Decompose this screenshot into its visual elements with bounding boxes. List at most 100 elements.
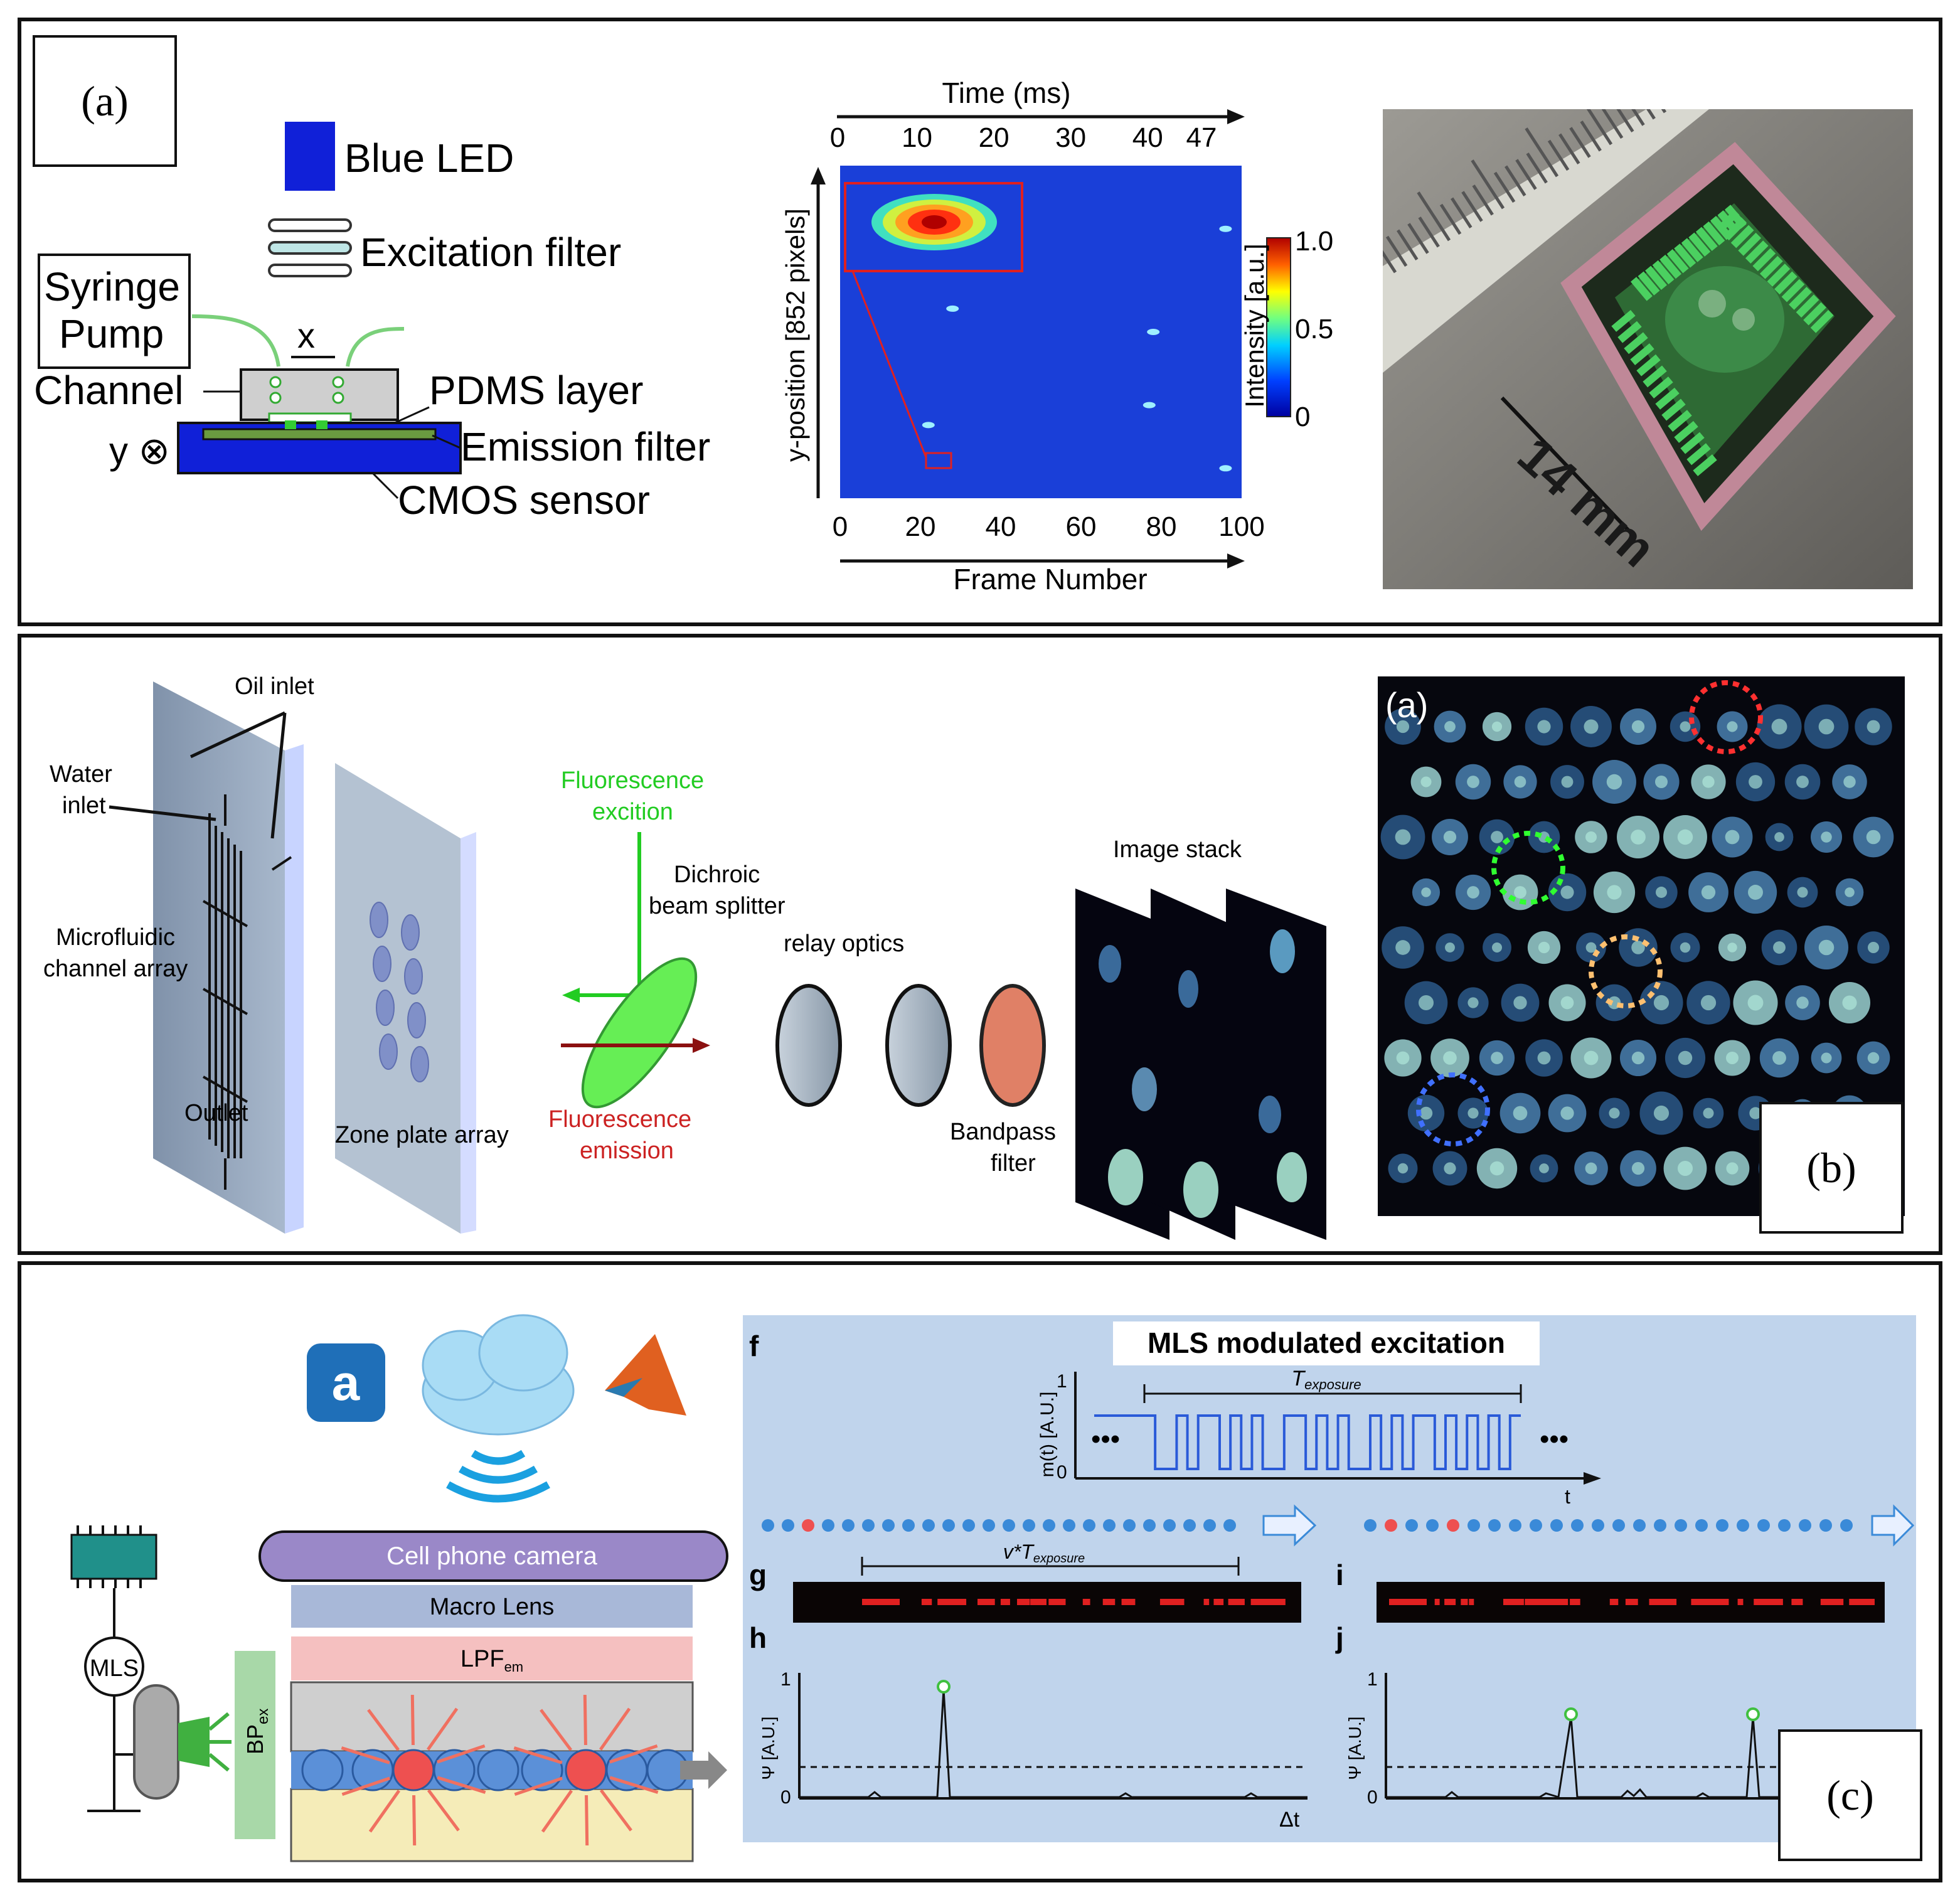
psi-j-trace: [1386, 1716, 1809, 1798]
chip-pin: [1789, 287, 1812, 310]
fluorescence-ray: [609, 1744, 658, 1764]
intensity-spot: [946, 305, 959, 312]
chip-pin: [1617, 321, 1642, 343]
intensity-spot: [922, 422, 935, 429]
streak-dash: [862, 1599, 900, 1605]
droplet-spot-core: [1771, 718, 1787, 735]
m-x-arrow-head: [1584, 1472, 1601, 1485]
droplet-spot-core: [1845, 887, 1855, 897]
frame-arrow-head: [1227, 553, 1245, 568]
y-position-label: y-position [852 pixels]: [780, 208, 810, 462]
heatmap-spots: [922, 225, 1232, 472]
droplet-spot-core: [1656, 887, 1667, 898]
droplet-spot-core: [1680, 721, 1691, 732]
droplet-spot-core: [1467, 886, 1479, 899]
water-inlet-label-2: inlet: [62, 793, 106, 819]
row-droplet: [1163, 1519, 1176, 1532]
streak-dash: [1434, 1599, 1440, 1605]
row-droplet: [1840, 1519, 1853, 1532]
row-droplet: [1203, 1519, 1216, 1532]
droplet-spot-core: [1443, 1051, 1457, 1065]
zone-plate-lens: [373, 946, 391, 982]
droplet-spot-core: [1560, 1106, 1574, 1120]
inset-label: (a): [1385, 685, 1428, 725]
streak-dash: [1547, 1599, 1557, 1605]
row-right-arrow: [1871, 1504, 1915, 1547]
streak-dash: [1609, 1599, 1619, 1605]
streak-dash: [1000, 1599, 1010, 1605]
row-droplet: [922, 1519, 935, 1532]
time-tick: 30: [1055, 122, 1086, 153]
droplet-spot-core: [1491, 721, 1503, 732]
ruler-tick: [1526, 152, 1548, 184]
droplet-spot-core: [1539, 1163, 1549, 1173]
channel-label: Channel: [34, 368, 183, 413]
droplet-spot-core: [1419, 1106, 1433, 1120]
droplet-spot-core: [1749, 1107, 1762, 1119]
droplet-spot-core: [1631, 720, 1645, 734]
time-arrow-head: [1227, 109, 1245, 124]
droplet-spot-core: [1653, 1105, 1670, 1121]
chip-pin: [1649, 376, 1673, 399]
cmos-pointer: [371, 472, 399, 499]
panel-b-label: (b): [1759, 1102, 1904, 1234]
m-axis-label: m(t) [A.U.]: [1037, 1392, 1058, 1478]
streak-dash: [1213, 1599, 1224, 1605]
psi-zero-h: 0: [780, 1787, 791, 1808]
streak-dash: [1562, 1599, 1569, 1605]
streak-dash: [921, 1599, 932, 1605]
droplet: [477, 1749, 519, 1791]
row-droplet: [1654, 1519, 1666, 1532]
t-label: t: [1565, 1485, 1570, 1508]
led: [133, 1684, 179, 1800]
droplet-spot-core: [1796, 996, 1809, 1009]
row-droplet: [1592, 1519, 1604, 1532]
fluorescence-ray: [412, 1795, 417, 1846]
streak-dash: [1700, 1599, 1707, 1605]
chip-core: [1665, 266, 1784, 373]
droplet-spot-core: [1701, 885, 1716, 900]
ruler-tick: [1558, 133, 1580, 164]
droplet-spot-core: [1749, 775, 1762, 789]
dichroic-label-1: Dichroic: [674, 862, 760, 888]
chip-edge: [285, 744, 304, 1234]
row-droplet: [1143, 1519, 1156, 1532]
zone-plate-edge: [461, 832, 476, 1234]
row-droplet: [1043, 1519, 1055, 1532]
chip-pins: [1611, 205, 1834, 476]
dichroic-label-2: beam splitter: [649, 893, 786, 919]
droplet-spot-core: [1444, 721, 1456, 732]
droplet-spot-core: [1491, 831, 1503, 843]
fluorescence-ray: [368, 1790, 400, 1833]
row-droplet: [862, 1519, 875, 1532]
streak-dash: [1126, 1599, 1136, 1605]
chip-pin: [1695, 227, 1718, 252]
droplet-spot-core: [1867, 1052, 1880, 1064]
zone-plate-lens: [407, 1002, 426, 1038]
droplet-spot-core: [1538, 941, 1550, 954]
row-droplet: [1405, 1519, 1418, 1532]
frame-tick: 60: [1066, 511, 1097, 542]
mls-waveform: [1094, 1414, 1521, 1470]
green-marker: [1491, 831, 1565, 905]
row-droplet: [962, 1519, 975, 1532]
ruler-tick: [1616, 109, 1634, 132]
droplet-spot-core: [1748, 885, 1763, 900]
t-exposure-label: Texposure: [1291, 1367, 1361, 1392]
ruler-tick: [1471, 159, 1505, 210]
j-label: j: [1335, 1621, 1344, 1654]
bandpass-label-1: Bandpass: [950, 1119, 1056, 1145]
ruler-tick: [1493, 171, 1516, 203]
droplet-spot-core: [1654, 775, 1668, 789]
chip-pin: [1674, 420, 1698, 443]
droplet-spot-core: [1821, 1052, 1832, 1064]
matlab-icon-shade: [605, 1378, 642, 1397]
row-droplet: [1757, 1519, 1770, 1532]
red-marker: [1689, 680, 1763, 754]
row-droplet: [782, 1519, 794, 1532]
streak-dash: [1461, 1599, 1468, 1605]
y-arrow-head: [811, 167, 826, 184]
emission-filter-label: Emission filter: [461, 424, 710, 469]
chip-pin: [1738, 232, 1762, 256]
